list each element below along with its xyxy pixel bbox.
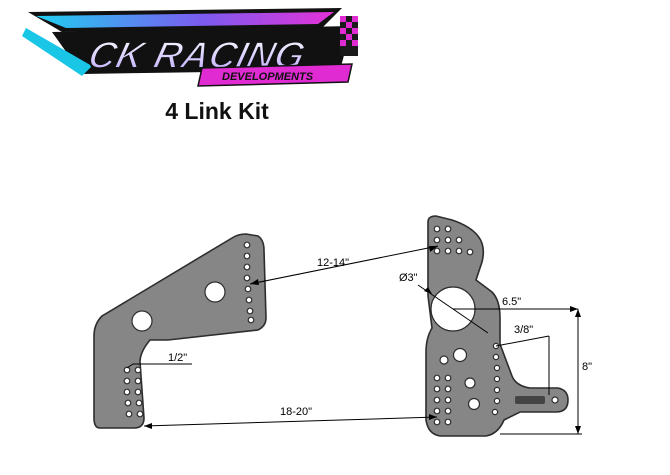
lower-hole-cluster [433, 374, 452, 426]
chassis-bracket [93, 233, 267, 429]
upper-hole-column [243, 241, 255, 324]
axle-diameter-dimension: Ø3" [399, 272, 418, 284]
dimension-annotations: 12-14" 18-20" 1/2" Ø3" 6.5" 3/8" 8" [126, 245, 592, 435]
axle-bracket [425, 215, 569, 437]
lower-hole-column [123, 366, 144, 418]
logo-subtext: DEVELOPMENTS [222, 71, 314, 83]
bracket-lightening-hole [204, 281, 226, 303]
tab-hole [551, 396, 559, 404]
hole-spacing-dimension: 1/2" [168, 352, 187, 364]
upper-link-dimension: 12-14" [317, 257, 349, 269]
bracket-height-dimension: 8" [582, 361, 592, 373]
ck-racing-logo: CK RACING DEVELOPMENTS [22, 8, 358, 87]
stamped-logo [515, 396, 545, 404]
bracket-lightening-hole [131, 310, 153, 332]
lower-link-dimension: 18-20" [280, 406, 312, 418]
axle-offset-dimension: 6.5" [502, 296, 521, 308]
side-hole-column [491, 342, 501, 416]
upper-hole-cluster [433, 225, 474, 256]
page-title: 4 Link Kit [165, 98, 269, 124]
bolt-hole-dimension: 3/8" [514, 324, 533, 336]
